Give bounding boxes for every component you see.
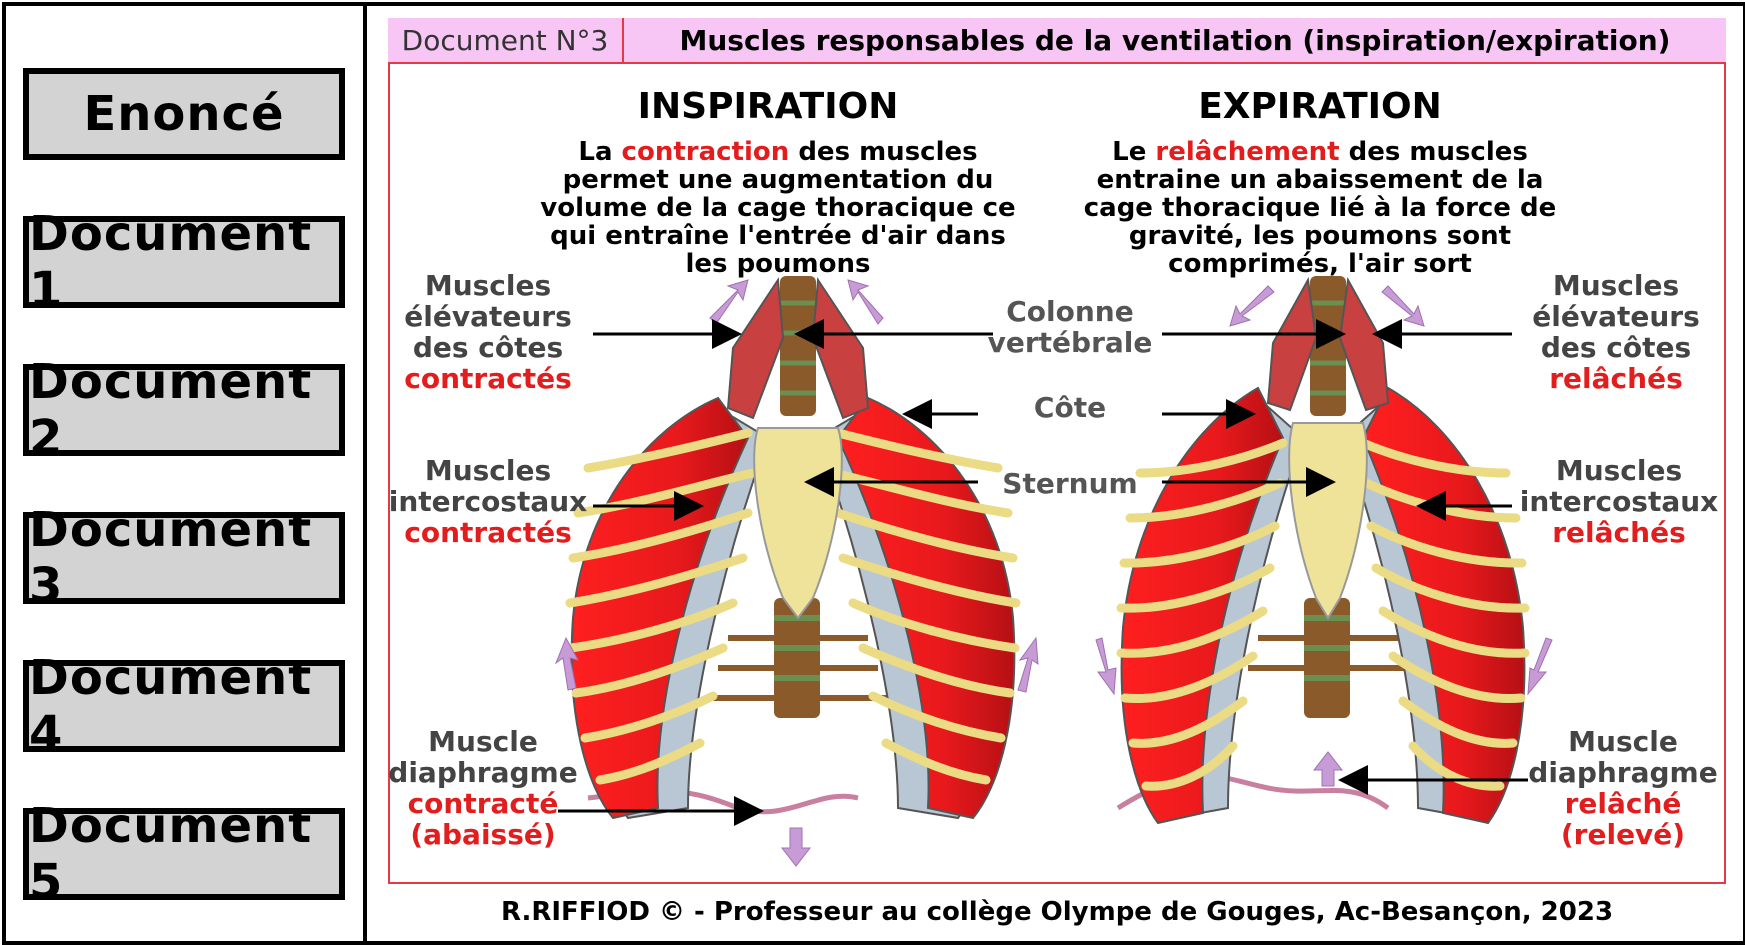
expiration-desc-highlight: relâchement	[1155, 137, 1340, 167]
label-line: élévateurs	[404, 300, 572, 333]
expiration-desc-text: des muscles entraine un abaissement de l…	[1083, 137, 1557, 279]
label-line: Muscle	[428, 725, 538, 758]
label-state: relâchés	[1549, 362, 1683, 395]
label-state: contractés	[404, 516, 572, 549]
cote-label: Côte	[1033, 391, 1107, 424]
colonne-vertebrale-label: Colonne vertébrale	[964, 296, 1176, 358]
label-pointers	[558, 319, 1528, 826]
expiration-ribcage	[1095, 276, 1553, 825]
inspiration-elevateurs-label: Muscles élévateurs des côtes contractés	[388, 270, 588, 394]
label-line: Muscles	[424, 454, 552, 487]
label-state: relâchés	[1552, 516, 1686, 549]
label-line: intercostaux	[388, 485, 588, 518]
document-number: Document N°3	[388, 18, 624, 62]
label-line: diaphragme	[1528, 756, 1718, 789]
label-line: Muscles	[424, 269, 552, 302]
movement-arrows-right	[1095, 285, 1553, 787]
nav-enonce-button[interactable]: Enoncé	[23, 68, 345, 160]
label-line: des côtes	[412, 331, 564, 364]
label-state: (relevé)	[1560, 818, 1686, 851]
expiration-diaphragme-label: Muscle diaphragme relâché (relevé)	[1528, 726, 1718, 850]
expiration-description: Le relâchement des muscles entraine un a…	[1070, 138, 1570, 278]
inspiration-description: La contraction des muscles permet une au…	[528, 138, 1028, 278]
label-line: Muscles	[1552, 269, 1680, 302]
label-line: vertébrale	[987, 326, 1153, 359]
nav-document-4-button[interactable]: Document 4	[23, 650, 345, 762]
footer-credit: R.RIFFIOD © - Professeur au collège Olym…	[500, 897, 1614, 927]
label-line: élévateurs	[1532, 300, 1700, 333]
ribcage-illustrations	[554, 276, 1553, 867]
document-panel: Document N°3 Muscles responsables de la …	[388, 18, 1726, 884]
expiration-intercostaux-label: Muscles intercostaux relâchés	[1514, 455, 1724, 548]
label-state: contractés	[404, 362, 572, 395]
inspiration-diaphragme-label: Muscle diaphragme contracté (abaissé)	[388, 726, 578, 850]
label-line: des côtes	[1540, 331, 1692, 364]
expiration-desc-prefix: Le	[1112, 137, 1156, 167]
label-line: diaphragme	[388, 756, 578, 789]
expiration-title: EXPIRATION	[1198, 86, 1442, 127]
sidebar: Enoncé Document 1 Document 2 Document 3 …	[6, 6, 367, 941]
inspiration-desc-highlight: contraction	[621, 137, 790, 167]
nav-document-1-button[interactable]: Document 1	[23, 206, 345, 318]
movement-arrows-left	[554, 279, 1039, 867]
nav-document-3-button[interactable]: Document 3	[23, 502, 345, 614]
right-half-ribs-left	[816, 396, 1021, 820]
label-line: intercostaux	[1519, 485, 1719, 518]
inspiration-intercostaux-label: Muscles intercostaux contractés	[384, 455, 592, 548]
label-line: Muscle	[1568, 725, 1678, 758]
left-half-ribs-left	[565, 396, 770, 820]
sternum-label: Sternum	[1002, 467, 1138, 500]
document-header: Document N°3 Muscles responsables de la …	[388, 18, 1726, 64]
inspiration-title: INSPIRATION	[637, 86, 899, 127]
inspiration-ribcage	[554, 276, 1039, 867]
label-line: Muscles	[1555, 454, 1683, 487]
inspiration-desc-text: des muscles permet une augmentation du v…	[540, 137, 1016, 279]
nav-document-5-button[interactable]: Document 5	[23, 798, 345, 910]
document-title: Muscles responsables de la ventilation (…	[624, 18, 1726, 62]
label-state: (abaissé)	[410, 818, 556, 851]
nav-document-2-button[interactable]: Document 2	[23, 354, 345, 466]
label-state: contracté	[407, 787, 559, 820]
inspiration-desc-prefix: La	[578, 137, 622, 167]
label-line: Colonne	[1006, 295, 1134, 328]
spine-lower-left	[774, 598, 820, 718]
label-state: relâché	[1564, 787, 1682, 820]
sternum-left	[753, 427, 843, 620]
expiration-elevateurs-label: Muscles élévateurs des côtes relâchés	[1516, 270, 1716, 394]
